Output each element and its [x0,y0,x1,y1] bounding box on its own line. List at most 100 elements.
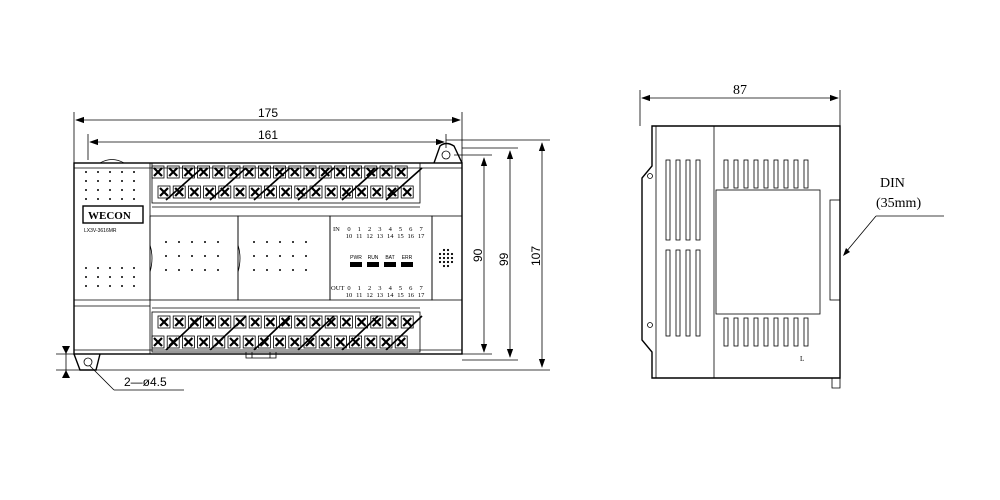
screw-slot [229,167,239,177]
vent-slot [773,317,779,347]
vent-dot [305,255,307,257]
screw-slot [153,337,163,347]
side-panel-window [715,189,821,315]
terminal-label-strips [152,167,423,351]
svg-text:175: 175 [258,106,278,120]
vent-dot [85,171,87,173]
status-led-label: BAT [385,255,394,261]
terminal-cell [324,315,338,329]
vent-slot [763,159,769,189]
io-number: 15 [397,292,404,299]
screw-slot [229,337,239,347]
port-pin [450,256,454,260]
screw-slot [350,167,361,177]
vent-dot [191,241,193,243]
screw-slot [290,337,300,347]
terminal-cell [242,165,256,179]
vent-dot [266,269,268,271]
screw-slot [244,167,254,177]
io-number: 3 [378,226,381,233]
svg-text:107: 107 [529,246,543,266]
cover-right [237,215,331,301]
terminal-cell [318,165,332,179]
vent-slot [783,159,789,189]
vent-dot [109,285,111,287]
terminal-cell [227,335,241,349]
vent-dot [279,241,281,243]
terminal-cell [263,315,277,329]
port-pin [442,260,446,264]
io-number: 14 [387,233,394,240]
left-vent-grille-bottom [85,267,135,287]
cover-vent-dots [165,241,307,271]
status-led [384,262,396,267]
vent-dot [121,276,123,278]
screw-slot [326,187,336,197]
terminal-cell [355,315,369,329]
side-body-outline [641,125,841,379]
vent-slot [685,249,691,337]
vent-dot [109,189,111,191]
terminal-cell [172,185,186,199]
vent-dot [165,255,167,257]
vent-slot [793,317,799,347]
vent-dot [121,180,123,182]
status-led [367,262,379,267]
cover-diagonal [165,167,203,201]
io-number: 16 [408,233,415,240]
port-pin [442,248,446,252]
vent-slot [753,159,759,189]
io-number: 1 [358,285,361,292]
vent-dot [178,255,180,257]
left-vent-grille-top [85,171,135,200]
vent-dot [204,255,206,257]
io-number: 14 [387,292,394,299]
screw-slot [320,167,330,177]
screw-slot [259,167,270,177]
screw-slot [274,337,285,347]
bottom-mount-ear [73,353,101,371]
io-number: 15 [397,233,404,240]
status-led-label: RUN [368,255,379,261]
vent-dot [165,269,167,271]
port-pin [446,252,450,256]
terminal-cell [157,185,171,199]
io-number: 10 [346,292,353,299]
dimension-mount-height: 90 [454,154,492,355]
terminal-cell [339,315,353,329]
input-terminal-block [151,162,421,204]
io-number: 10 [346,233,353,240]
terminal-cell [203,315,217,329]
vent-dot [204,241,206,243]
left-module [73,162,151,355]
vent-dot [85,180,87,182]
terminal-cell [166,335,180,349]
vent-slot [665,249,671,337]
vent-slot [803,159,809,189]
vent-slot [695,159,701,241]
screw-slot [305,337,315,347]
io-number: 3 [378,285,381,292]
vent-dot [85,276,87,278]
vent-slot [685,159,691,241]
vent-slot [675,249,681,337]
terminal-cell [385,315,399,329]
svg-text:90: 90 [471,248,485,262]
screw-slot [326,317,336,327]
port-pin [446,260,450,264]
screw-slot [311,317,321,327]
vent-dot [109,276,111,278]
io-number: 13 [377,292,384,299]
screw-slot [350,337,361,347]
port-pin [446,264,450,268]
io-number: 5 [399,285,402,292]
vent-dot [292,241,294,243]
screw-slot [220,317,230,327]
terminal-cell [257,335,271,349]
screw-slot [280,187,291,197]
cover-left [149,215,239,301]
screw-slot [311,187,321,197]
terminal-cell [203,185,217,199]
cover-diagonal [253,315,291,351]
vent-dot [121,198,123,200]
